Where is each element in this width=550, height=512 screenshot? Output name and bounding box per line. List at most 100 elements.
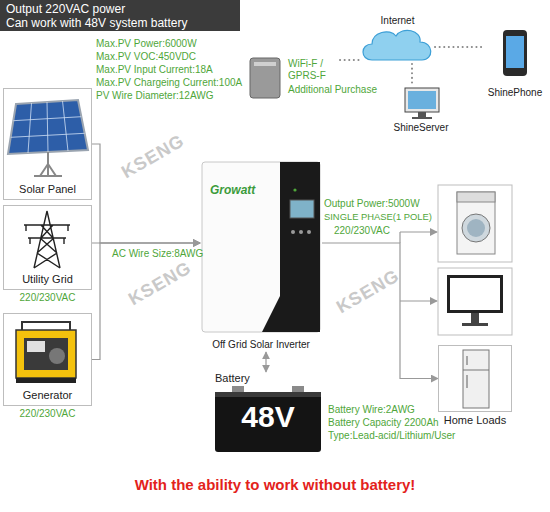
battery-spec-text: Type:Lead-acid/Lithium/User xyxy=(328,430,455,442)
wifi-module-illustration xyxy=(250,58,280,98)
washer-illustration xyxy=(438,185,512,262)
pylon-frame xyxy=(24,211,70,268)
node-label: Internet xyxy=(381,15,415,27)
spec-text: Max.PV Input Current:18A xyxy=(96,64,213,76)
solar-panel-illustration xyxy=(8,100,88,176)
generator-box: Generator220/230VAC xyxy=(3,313,92,406)
battery-body xyxy=(215,392,321,452)
output-spec-text: SINGLE PHASE(1 POLE) xyxy=(324,211,432,222)
load-frame xyxy=(438,185,512,262)
inverter-illustration xyxy=(202,162,320,332)
output-spec-text: 220/230VAC xyxy=(334,225,390,237)
monitor-stand xyxy=(471,313,479,323)
spec-text: Max.PV Chargeing Current:100A xyxy=(96,77,242,89)
module-body xyxy=(250,58,280,98)
module-stripe xyxy=(254,62,276,66)
server-illustration xyxy=(405,88,439,119)
output-branch xyxy=(400,300,437,301)
dotted-link xyxy=(435,46,485,48)
washer-door xyxy=(462,214,490,242)
panel-grid xyxy=(11,101,85,153)
battery-spec-text: Battery Capacity 2200Ah xyxy=(328,417,439,429)
phone-illustration xyxy=(503,30,527,76)
monitor-frame xyxy=(447,275,503,313)
watermark: KSENG xyxy=(333,265,404,318)
title-text: Output 220VAC power xyxy=(6,2,125,16)
inverter-button xyxy=(299,230,303,234)
battery-terminal xyxy=(292,386,304,392)
panel-surface xyxy=(8,100,88,154)
phone-node: ShinePhone xyxy=(485,28,545,100)
load-frame xyxy=(438,268,512,335)
washer-controls xyxy=(457,192,495,202)
solar-panel-box: Solar Panel xyxy=(3,88,92,200)
monitor-illustration xyxy=(438,268,512,335)
internet-cloud xyxy=(363,30,431,60)
output-wiring xyxy=(400,232,437,301)
node-label: Solar Panel xyxy=(19,183,76,196)
voltage-text: 220/230VAC xyxy=(20,408,76,420)
voltage-text: 220/230VAC xyxy=(20,292,76,304)
title-band xyxy=(0,0,240,31)
fridge-details xyxy=(463,356,489,388)
utility-grid-box: Utility Grid220/230VAC xyxy=(3,205,92,290)
dotted-link xyxy=(411,64,413,85)
dotted-link xyxy=(340,59,360,61)
power-wire xyxy=(322,243,438,379)
internet-cloud: Internet xyxy=(360,28,435,64)
server-node: ShineServer xyxy=(390,85,452,135)
battery-illustration xyxy=(215,386,321,452)
battery-terminal xyxy=(232,386,244,392)
generator-tank xyxy=(49,348,65,364)
power-wire xyxy=(265,352,266,372)
inverter-front-panel xyxy=(262,162,320,332)
generator-illustration xyxy=(16,322,76,383)
pylon-insulators xyxy=(26,225,68,244)
watermark: KSENG xyxy=(125,257,196,310)
inverter-body xyxy=(202,162,320,332)
generator-panel xyxy=(27,341,45,352)
pylon-illustration xyxy=(24,211,70,268)
output-bus xyxy=(399,232,400,243)
watermark: KSENG xyxy=(118,130,189,183)
subtitle-text: Can work with 48V system battery xyxy=(6,16,187,30)
spec-text: Max.PV Power:6000W xyxy=(96,38,197,50)
node-label: ShinePhone xyxy=(488,87,543,99)
brand-logo: Growatt xyxy=(210,183,255,197)
inverter-led xyxy=(293,188,296,191)
output-branch xyxy=(400,231,437,232)
inverter-display xyxy=(290,200,314,218)
wire-spec-text: AC Wire Size:8AWG xyxy=(112,248,203,260)
server-monitor xyxy=(405,88,439,112)
power-wire xyxy=(92,243,200,360)
server-stand xyxy=(418,112,426,117)
inverter-unit: GrowattOff Grid Solar Inverter xyxy=(200,160,322,352)
panel-stand xyxy=(34,152,62,176)
node-label: Generator xyxy=(23,389,73,402)
fridge-illustration xyxy=(463,350,489,408)
phone-screen xyxy=(506,36,524,68)
spec-text: Max.PV VOC:450VDC xyxy=(96,51,196,63)
module-label: WiFi-F / GPRS-F xyxy=(288,58,338,82)
node-label: Off Grid Solar Inverter xyxy=(212,339,310,351)
node-label: Battery xyxy=(215,372,250,385)
node-label: ShineServer xyxy=(393,122,448,134)
generator-frame xyxy=(16,330,76,378)
spec-text: PV Wire Diameter:12AWG xyxy=(96,90,213,102)
note-text: Additional Purchase xyxy=(288,84,377,96)
monitor-base xyxy=(462,323,488,326)
generator-base xyxy=(16,378,76,383)
battery-spec-text: Battery Wire:2AWG xyxy=(328,404,415,416)
output-spec-text: Output Power:5000W xyxy=(324,198,420,210)
load-box: Home Loads xyxy=(438,345,512,412)
washer-glass xyxy=(467,219,485,237)
generator-engine xyxy=(24,338,68,370)
voltage-badge: 48V xyxy=(241,400,294,433)
phone-body xyxy=(503,30,527,76)
generator-handle xyxy=(22,322,70,330)
server-screen xyxy=(408,91,436,109)
node-label: Home Loads xyxy=(444,414,506,427)
wifi-module: WiFi-F / GPRS-F xyxy=(250,55,340,98)
